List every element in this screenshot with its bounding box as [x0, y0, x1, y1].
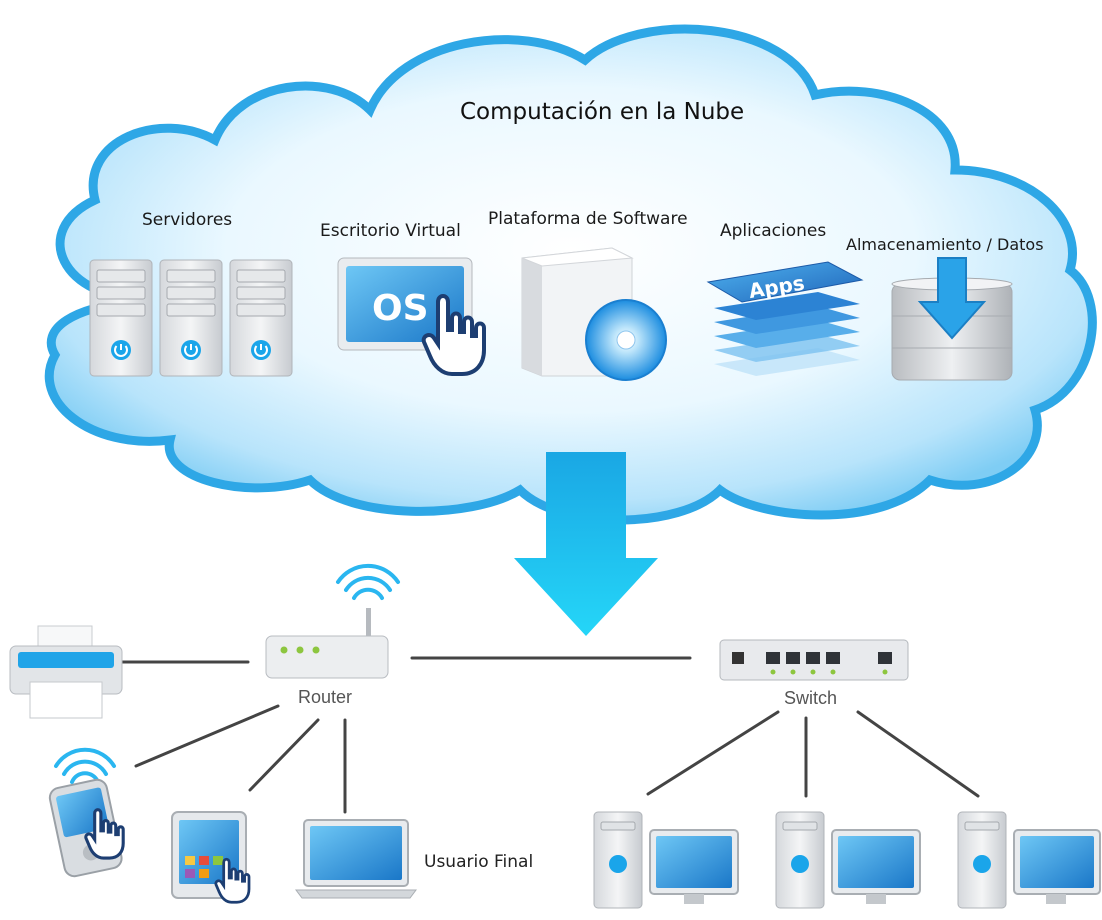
cloud-title: Computación en la Nube — [460, 99, 745, 125]
router-label: Router — [298, 687, 353, 707]
apps-stack-icon: Apps — [706, 261, 864, 376]
desktop-computer-icon — [957, 811, 1101, 909]
hand-pointer-icon — [84, 808, 125, 860]
server-icon — [89, 259, 153, 377]
servers-label: Servidores — [142, 210, 233, 230]
servers-group — [89, 259, 293, 377]
switch-label: Switch — [784, 688, 838, 708]
wifi-icon — [336, 563, 400, 600]
hand-pointer-icon — [214, 857, 251, 904]
laptop-icon — [295, 819, 417, 899]
desktop-computer-icon — [593, 811, 739, 909]
desktop-computer-icon — [775, 811, 921, 909]
applications-label: Aplicaciones — [720, 221, 827, 241]
os-badge-text: OS — [372, 288, 429, 329]
virtual-desktop-label: Escritorio Virtual — [320, 221, 461, 241]
hand-pointer-icon — [421, 294, 486, 376]
router-icon — [265, 608, 389, 679]
storage-label: Almacenamiento / Datos — [846, 235, 1044, 254]
software-box-icon — [521, 247, 667, 381]
software-platform-label: Plataforma de Software — [488, 209, 688, 229]
cloud-download-arrow — [514, 452, 658, 636]
database-download-icon — [891, 257, 1013, 381]
connection-lines — [120, 656, 980, 814]
end-user-label: Usuario Final — [424, 852, 534, 872]
printer-icon — [9, 625, 123, 719]
server-icon — [159, 259, 223, 377]
server-icon — [229, 259, 293, 377]
wifi-icon — [54, 747, 116, 784]
switch-icon — [719, 639, 909, 681]
